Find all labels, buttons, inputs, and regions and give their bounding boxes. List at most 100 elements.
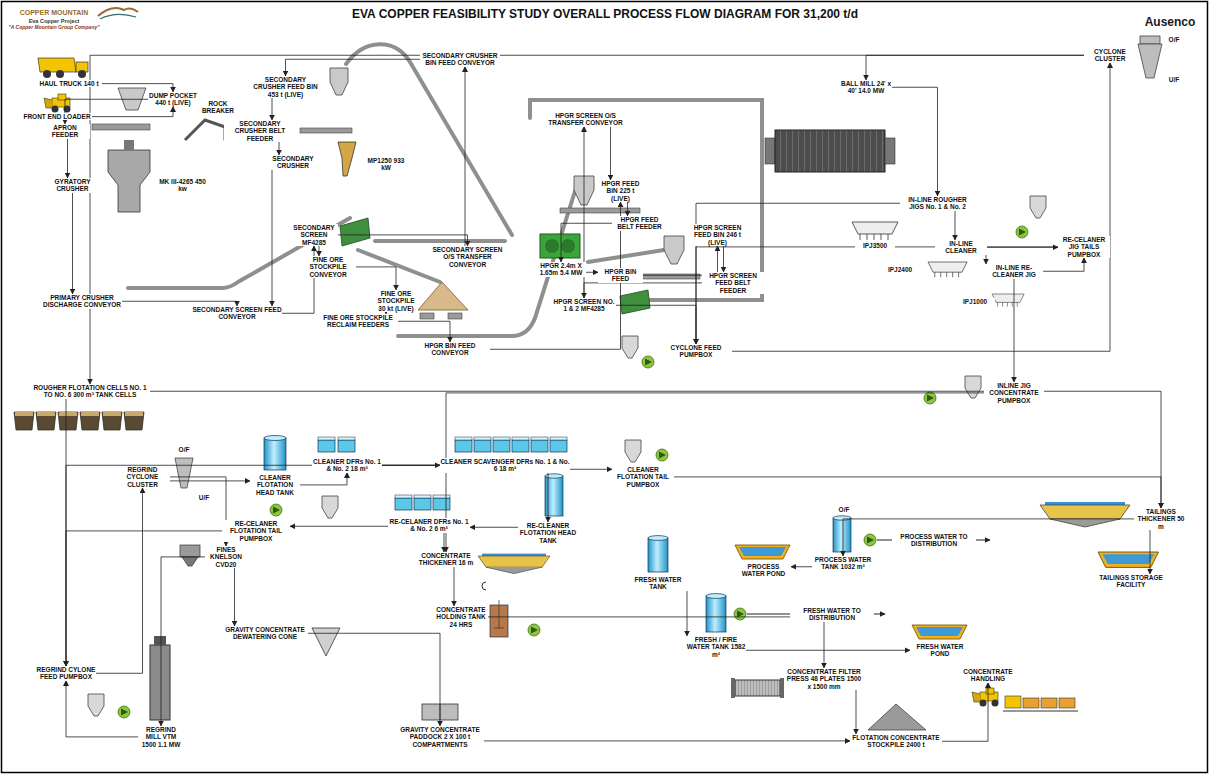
equipment-label: SECONDARY CRUSHER BELT FEEDER bbox=[224, 120, 296, 142]
jig bbox=[852, 222, 898, 240]
thickener bbox=[482, 582, 486, 590]
flotation-cell bbox=[124, 412, 144, 430]
flow-line bbox=[616, 305, 696, 344]
conveyor bbox=[375, 239, 505, 243]
equipment-label: PROCESS WATER POND bbox=[736, 563, 791, 578]
annotation-label: O/F bbox=[176, 446, 192, 453]
ore-bin bbox=[118, 68, 684, 264]
equipment-node: CYCLONE CLUSTER bbox=[1084, 48, 1136, 63]
equipment-label: CYCLONE FEED PUMPBOX bbox=[660, 344, 732, 359]
equipment-node: GRAVITY CONCENTRATE DEWATERING CONE bbox=[222, 626, 308, 641]
equipment-label: GRAVITY CONCENTRATE DEWATERING CONE bbox=[222, 626, 308, 641]
pump bbox=[270, 504, 282, 516]
annotation-label: PROCESS WATER TO DISTRIBUTION bbox=[892, 533, 976, 548]
belt-feeder bbox=[448, 313, 462, 319]
flow-line bbox=[170, 477, 226, 546]
equipment-spec: IPJ1000 bbox=[955, 298, 995, 305]
equipment-node: FINES KNELSON CVD20 bbox=[205, 546, 247, 568]
equipment-label: SECONDARY CRUSHER bbox=[262, 155, 324, 170]
tank bbox=[706, 594, 726, 599]
equipment-node: FRESH WATER POND bbox=[910, 643, 970, 658]
flow-line bbox=[746, 650, 910, 651]
equipment-node: FINE ORE STOCKPILE 30 kt (LIVE) bbox=[374, 290, 418, 312]
belt-feeder bbox=[420, 313, 434, 319]
flow-line bbox=[290, 526, 388, 527]
annotation-label: U/F bbox=[1166, 76, 1182, 83]
equipment-node: FINE ORE STOCKPILE RECLAIM FEEDERS bbox=[318, 314, 398, 329]
filter-press bbox=[731, 678, 735, 698]
company-logo bbox=[98, 8, 138, 19]
flotation-cell bbox=[80, 412, 100, 430]
flow-line bbox=[627, 202, 628, 216]
annotation-label: COPPER MOUNTAIN bbox=[14, 9, 94, 17]
equipment-node: HPGR BIN FEED CONVEYOR bbox=[410, 342, 490, 357]
hydrocyclone bbox=[1138, 44, 1162, 78]
equipment-label: SECONDARY SCREEN O/S TRANSFER CONVEYOR bbox=[430, 246, 505, 268]
equipment-spec: IPJ2400 bbox=[880, 266, 920, 273]
equipment-node: INLINE JIG CONCENTRATE PUMPBOX bbox=[984, 382, 1044, 404]
flow-line bbox=[272, 98, 273, 120]
flow-line bbox=[272, 170, 273, 306]
flow-line bbox=[319, 246, 320, 256]
equipment-node: TAILINGS THICKENER 50 m bbox=[1134, 508, 1188, 530]
flow-line bbox=[470, 527, 518, 528]
flow-line bbox=[382, 465, 548, 522]
flow-line bbox=[674, 477, 1161, 508]
water-pond bbox=[1098, 552, 1159, 567]
equipment-node: HPGR SCREEN FEED BELT FEEDER bbox=[702, 272, 764, 294]
equipment-node: FINE ORE STOCKPILE CONVEYOR bbox=[300, 256, 356, 278]
flotation-cell bbox=[14, 412, 144, 430]
equipment-node: SECONDARY CRUSHERMP1250 933 kW bbox=[262, 155, 324, 170]
dfr-cell bbox=[531, 437, 548, 452]
equipment-node: CONCENTRATE THICKENER 16 m bbox=[418, 552, 474, 567]
equipment-node: SECONDARY CRUSHER FEED BIN 453 t (LIVE) bbox=[248, 76, 323, 98]
flow-line bbox=[892, 87, 938, 196]
equipment-node: GYRATORY CRUSHERMK III-4265 450 kw bbox=[45, 178, 100, 193]
equipment-node: SECONDARY SCREEN O/S TRANSFER CONVEYOR bbox=[430, 246, 505, 268]
equipment-spec: IPJ3500 bbox=[855, 242, 895, 249]
pump bbox=[924, 392, 936, 404]
tank bbox=[490, 605, 508, 637]
equipment-node: CLEANER SCAVENGER DFRs No. 1 & No. 6 18 … bbox=[440, 458, 570, 473]
equipment-label: FRESH WATER POND bbox=[910, 643, 970, 658]
pump bbox=[864, 534, 876, 546]
pumpbox bbox=[965, 376, 981, 398]
equipment-label: SECONDARY CRUSHER BIN FEED CONVEYOR bbox=[420, 52, 500, 67]
equipment-label: RE-CLEANER FLOTATION HEAD TANK bbox=[518, 522, 578, 544]
equipment-label: HPGR SCREEN NO. 1 & 2 MF4285 bbox=[552, 298, 616, 313]
diagram-title: EVA COPPER FEASIBILITY STUDY OVERALL PRO… bbox=[300, 7, 910, 21]
dfr-cell bbox=[414, 495, 431, 510]
pump bbox=[528, 624, 540, 636]
flow-line bbox=[66, 681, 138, 737]
conveyor bbox=[588, 250, 664, 262]
gyratory-crusher bbox=[108, 140, 150, 212]
regrind-mill bbox=[150, 636, 170, 720]
hpgr-unit bbox=[540, 234, 580, 258]
tank bbox=[545, 476, 563, 516]
flotation-cell bbox=[58, 412, 78, 430]
equipment-label: FINE ORE STOCKPILE RECLAIM FEEDERS bbox=[318, 314, 398, 329]
tank bbox=[264, 436, 286, 441]
equipment-label: FRESH / FIRE WATER TANK 1582 m³ bbox=[686, 636, 746, 658]
tank bbox=[648, 538, 668, 572]
tank bbox=[833, 516, 851, 520]
flow-line bbox=[286, 59, 421, 76]
equipment-node: FRESH / FIRE WATER TANK 1582 m³ bbox=[686, 636, 746, 658]
flow-line bbox=[955, 211, 956, 240]
haul-truck bbox=[56, 70, 64, 78]
equipment-label: HPGR FEED BIN 225 t (LIVE) bbox=[598, 180, 643, 202]
regrind-mill bbox=[150, 645, 170, 720]
flow-line bbox=[791, 566, 812, 567]
equipment-label: HPGR SCREEN FEED BIN 246 t (LIVE) bbox=[690, 224, 745, 246]
pump bbox=[656, 449, 668, 461]
equipment-label: RE-CELANER JIG TAILS PUMPBOX bbox=[1058, 236, 1110, 258]
equipment-node: APRON FEEDER bbox=[40, 124, 90, 139]
flow-line bbox=[1014, 279, 1015, 382]
haul-truck bbox=[38, 58, 76, 72]
equipment-label: SECONDARY SCREEN MF4285 bbox=[290, 224, 338, 246]
equipment-node: IN-LINE ROUGHER JIGS No. 1 & No. 2IPJ350… bbox=[900, 196, 975, 211]
flow-line bbox=[986, 255, 987, 264]
haul-truck bbox=[76, 62, 88, 72]
